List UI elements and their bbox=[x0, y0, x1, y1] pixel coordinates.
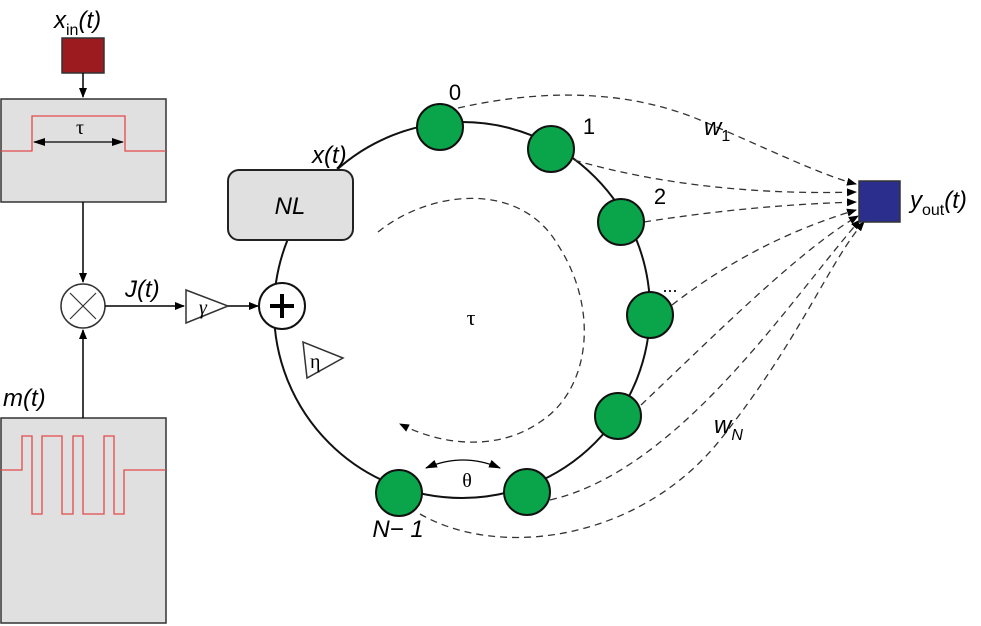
virtual-node bbox=[626, 291, 674, 339]
injection-label: J(t) bbox=[124, 276, 160, 303]
multiply-icon bbox=[69, 292, 97, 320]
virtual-node bbox=[597, 198, 645, 246]
loop-tau-label: τ bbox=[467, 305, 476, 330]
node-ellipsis-label: ... bbox=[662, 276, 677, 296]
mask-waveform bbox=[1, 435, 166, 515]
virtual-node bbox=[594, 392, 642, 440]
plus-icon bbox=[270, 294, 294, 318]
weight-last-label: wN bbox=[714, 412, 743, 444]
readout-line bbox=[671, 208, 857, 306]
input-label: xin(t) bbox=[53, 7, 101, 39]
node-1-label: 1 bbox=[583, 114, 595, 139]
nonlinearity-box bbox=[227, 169, 354, 241]
input-gain-label: γ bbox=[199, 297, 208, 319]
virtual-node bbox=[527, 125, 575, 173]
virtual-node bbox=[416, 103, 464, 151]
readout-line bbox=[419, 221, 865, 539]
readout-line bbox=[549, 219, 861, 501]
circulation-arrow bbox=[377, 197, 585, 443]
state-label: x(t) bbox=[311, 142, 347, 169]
nonlinearity-label: NL bbox=[275, 193, 306, 220]
virtual-node bbox=[503, 468, 551, 516]
node-last-label: N− 1 bbox=[372, 516, 423, 543]
hold-pulse bbox=[1, 115, 166, 152]
input-square bbox=[61, 37, 105, 74]
readout-line bbox=[640, 215, 859, 406]
readout-connections bbox=[419, 94, 865, 539]
virtual-node bbox=[375, 469, 423, 517]
feedback-gain-triangle bbox=[302, 340, 345, 380]
output-square bbox=[858, 180, 901, 223]
readout-line bbox=[457, 94, 857, 186]
readout-line bbox=[573, 159, 857, 197]
hold-tau-label: τ bbox=[76, 117, 84, 139]
readout-line bbox=[643, 198, 857, 223]
feedback-gain-label: η bbox=[310, 351, 320, 373]
node-2-label: 2 bbox=[654, 184, 666, 209]
node-separation-arrow bbox=[425, 459, 501, 469]
virtual-nodes bbox=[375, 103, 674, 517]
weight-first-label: w1 bbox=[704, 114, 730, 145]
mask-label: m(t) bbox=[3, 385, 46, 412]
output-label: yout(t) bbox=[908, 187, 967, 219]
input-gain-triangle bbox=[185, 288, 231, 325]
node-separation-label: θ bbox=[462, 470, 472, 492]
node-0-label: 0 bbox=[449, 80, 461, 105]
